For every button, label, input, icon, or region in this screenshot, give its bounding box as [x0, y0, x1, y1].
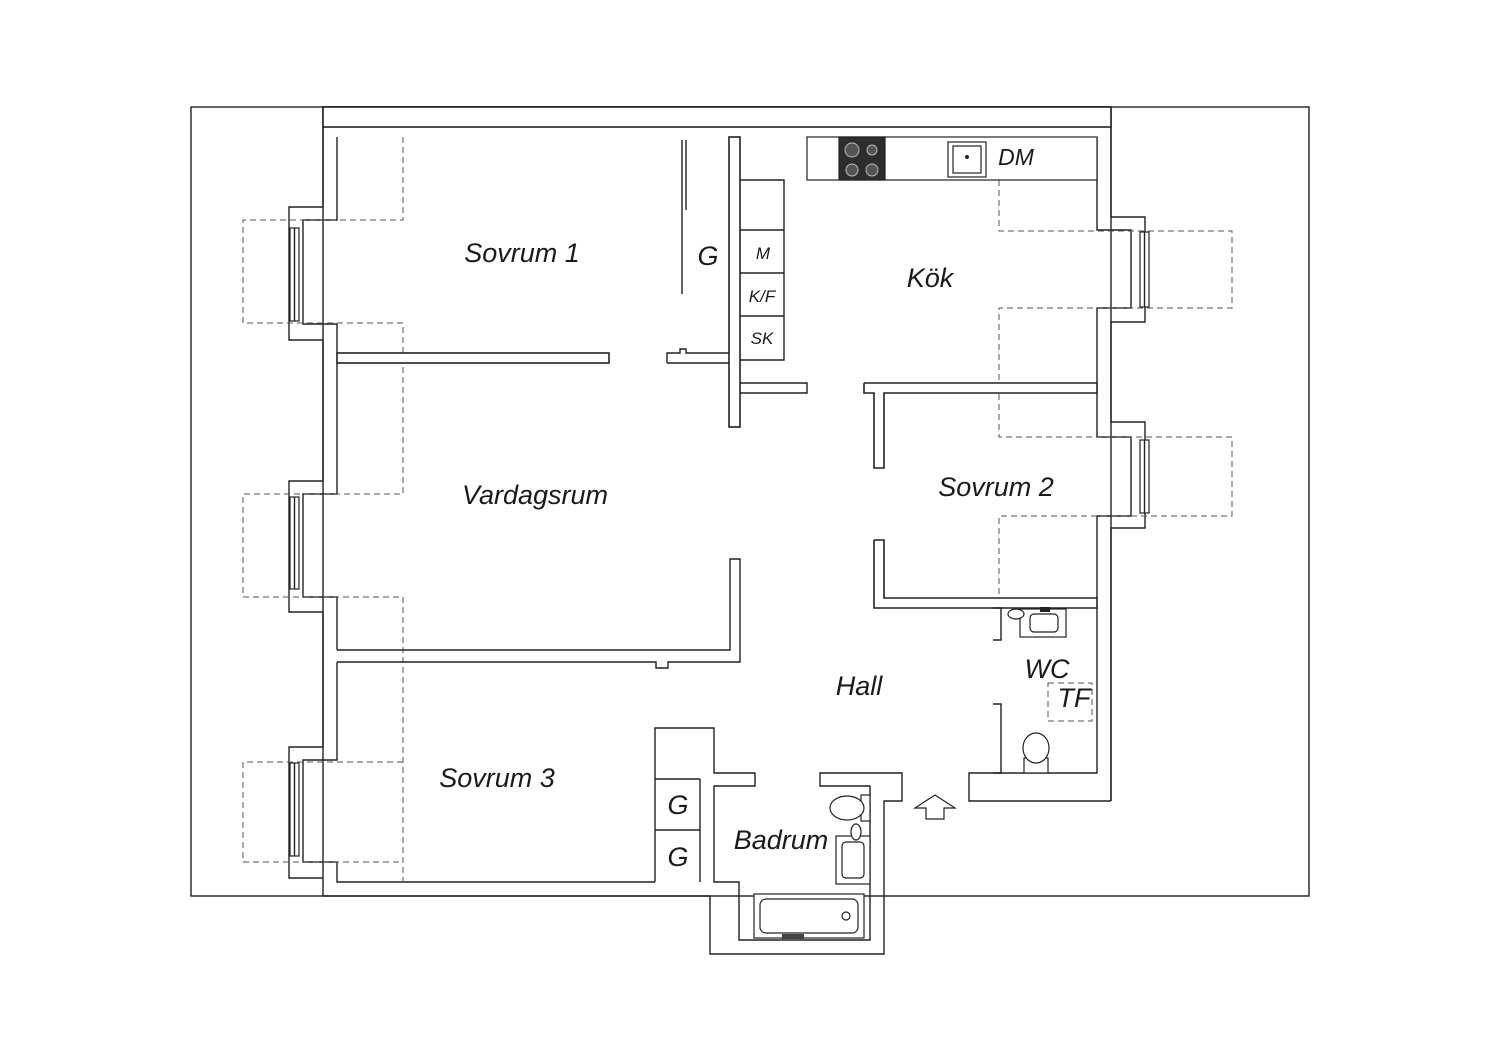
stove-icon [838, 136, 886, 181]
fixture-label-diskmaskin: DM [998, 144, 1035, 170]
entrance-arrow-icon [912, 794, 958, 820]
fixture-label-mikro: M [756, 244, 771, 263]
bathtub-icon [753, 893, 865, 939]
toilet-icon [829, 794, 871, 822]
toilet-icon [1022, 732, 1050, 774]
room-label-wc: WC [1025, 654, 1070, 684]
fixture-label-garderob: G [667, 790, 688, 820]
washbasin-icon [835, 823, 871, 885]
fixture-label-tvatt-tork: TF [1058, 683, 1092, 713]
exterior-walls [288, 106, 1146, 955]
room-label-sovrum-1: Sovrum 1 [464, 238, 580, 268]
room-label-hall: Hall [836, 671, 884, 701]
washbasin-icon [1007, 607, 1067, 638]
fixture-label-skap: SK [751, 329, 774, 348]
windows [289, 227, 1150, 857]
room-label-vardagsrum: Vardagsrum [462, 480, 608, 510]
fixture-label-kyl-frys: K/F [749, 287, 777, 306]
room-label-sovrum-2: Sovrum 2 [938, 472, 1054, 502]
fixture-label-garderob: G [667, 842, 688, 872]
room-label-kok: Kök [907, 263, 955, 293]
room-label-sovrum-3: Sovrum 3 [439, 763, 555, 793]
dashed-outlines [242, 137, 1233, 882]
fixture-label-garderob: G [697, 241, 718, 271]
room-label-badrum: Badrum [734, 825, 829, 855]
sink-icon [947, 141, 987, 178]
